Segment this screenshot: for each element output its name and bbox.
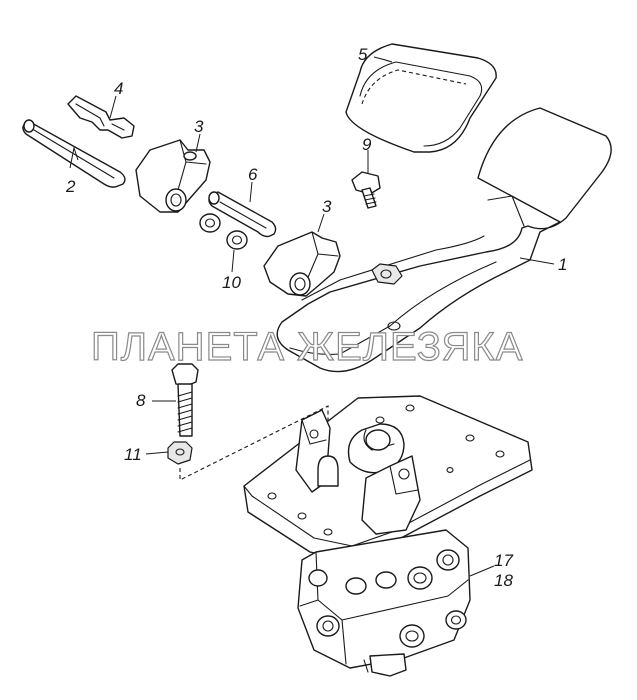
part-1-pedal-lever xyxy=(276,107,612,373)
callout-9: 9 xyxy=(362,135,372,154)
leader-lines xyxy=(69,56,555,577)
part-5-pedal-pad xyxy=(345,43,497,153)
callout-18: 18 xyxy=(494,571,513,590)
part-10-washers xyxy=(199,213,248,250)
callout-3-upper: 3 xyxy=(194,117,204,136)
part-8-bolt xyxy=(171,363,199,437)
watermark-text: ПЛАНЕТА ЖЕЛЕЗЯКА xyxy=(91,325,523,369)
part-11-nut xyxy=(167,441,193,465)
part-6-pin xyxy=(208,191,277,238)
part-3-bracket-lower xyxy=(263,231,341,297)
part-17-18-brake-valve xyxy=(243,395,533,677)
callout-3-lower: 3 xyxy=(322,197,332,216)
callout-8: 8 xyxy=(136,391,146,410)
callout-5: 5 xyxy=(358,45,368,64)
assembly-line xyxy=(179,405,329,508)
callout-17: 17 xyxy=(494,551,513,570)
part-9-bolt xyxy=(351,171,381,209)
callout-4: 4 xyxy=(114,79,123,98)
part-4-clip xyxy=(67,95,135,139)
callout-1: 1 xyxy=(558,255,567,274)
part-2-pin xyxy=(22,119,126,188)
callout-10: 10 xyxy=(222,273,241,292)
callout-6: 6 xyxy=(248,165,258,184)
callout-11: 11 xyxy=(124,445,142,464)
callout-2: 2 xyxy=(65,177,76,196)
part-3-bracket-upper xyxy=(135,139,211,213)
